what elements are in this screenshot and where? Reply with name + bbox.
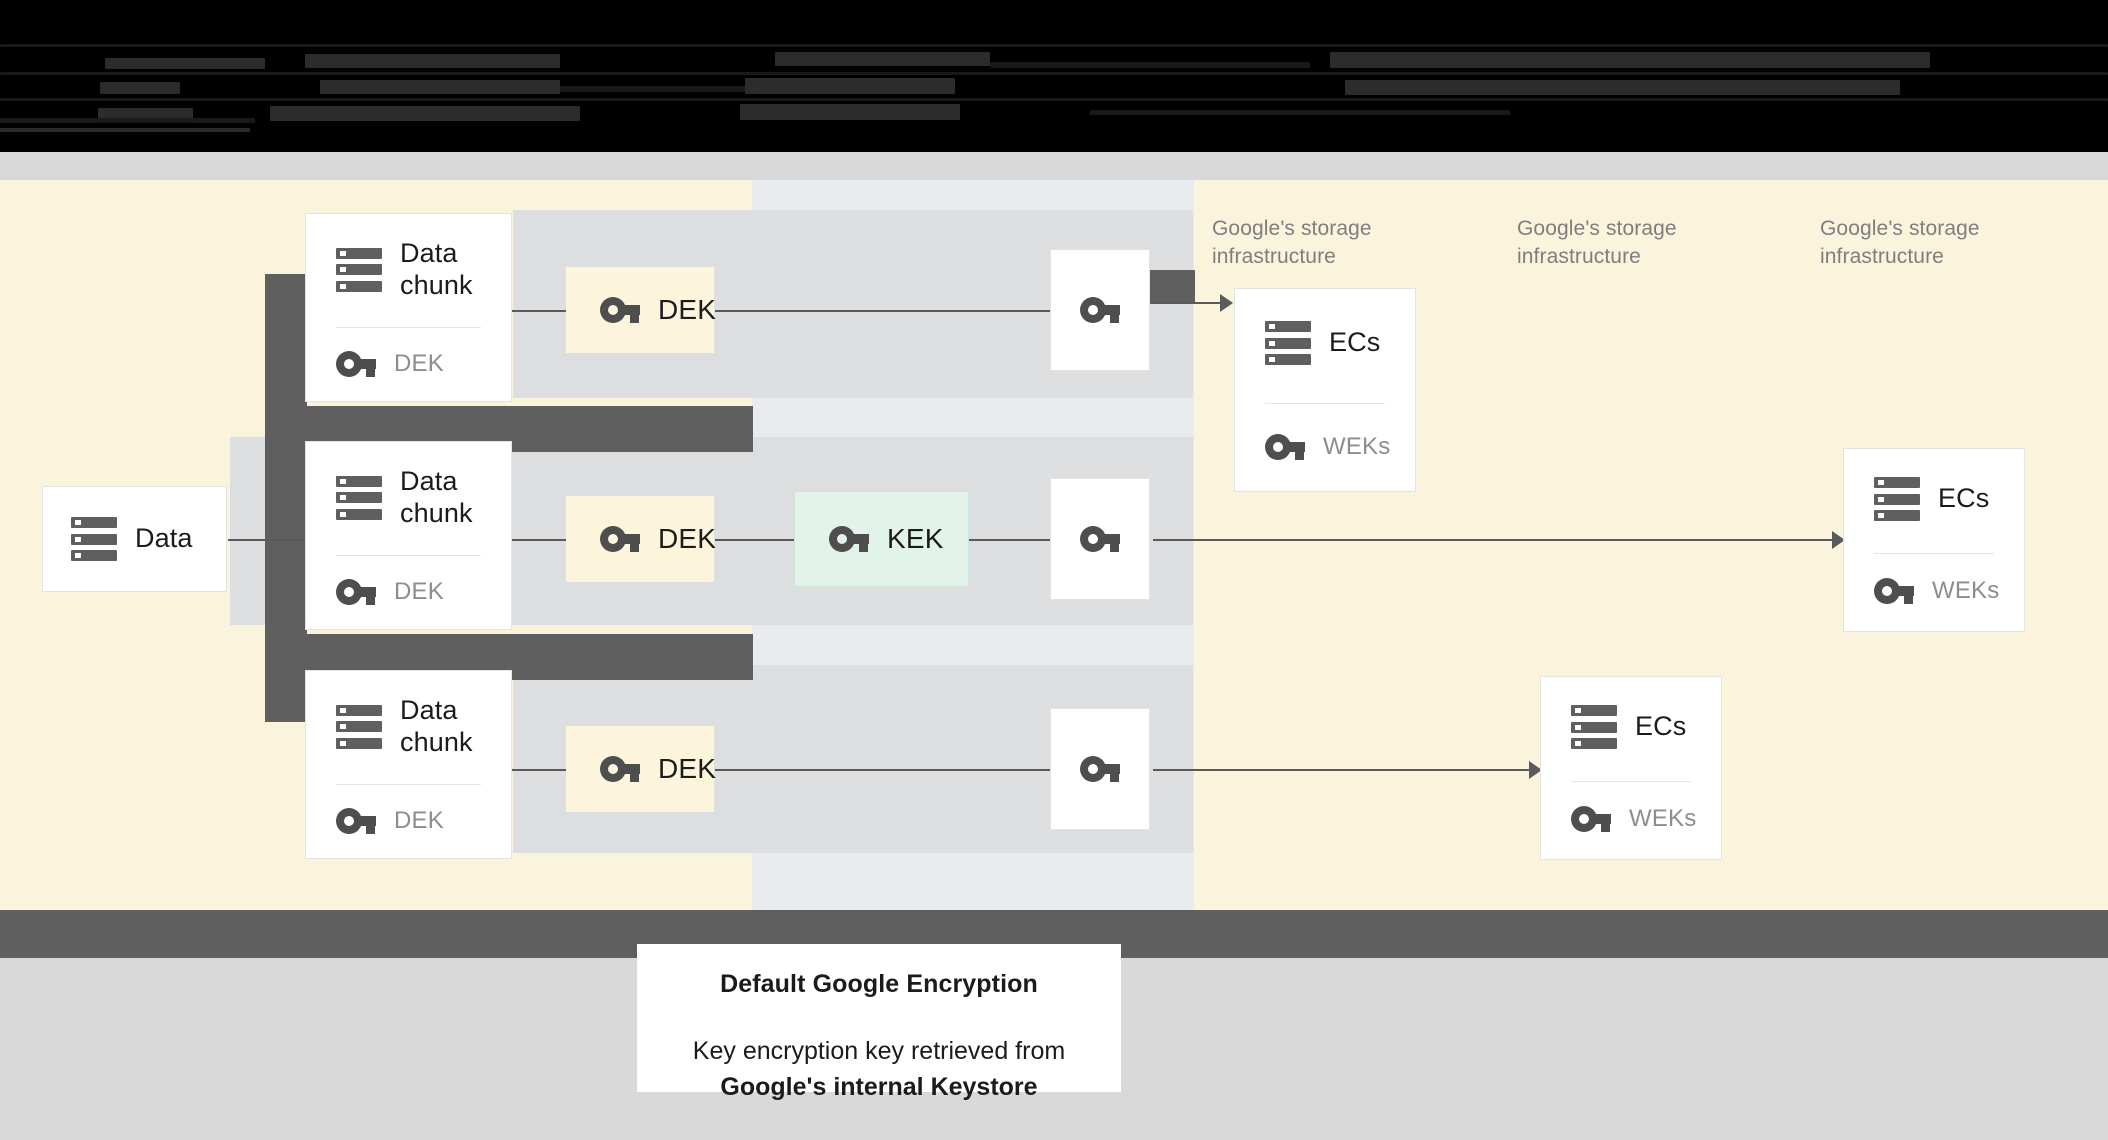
ecs-card-1[interactable]: ECs WEKs [1234,288,1416,492]
key-icon [600,756,640,782]
key-icon [1874,578,1914,604]
key-icon [600,297,640,323]
data-card-label: Data [135,523,193,554]
ecs-card-2[interactable]: ECs WEKs [1843,448,2025,632]
ecs-title: ECs [1329,327,1381,358]
key-icon [336,351,376,377]
caption-title: Default Google Encryption [720,970,1038,998]
connector-dek3-to-wek3 [715,769,1050,771]
key-icon [1571,806,1611,832]
server-icon [71,517,117,561]
connector-chunk3-to-dek3 [512,769,566,771]
connector-dek1-to-wek1 [715,310,1050,312]
dek-label: DEK [658,294,717,325]
ecs-key-label: WEKs [1932,577,2000,604]
key-icon [600,526,640,552]
key-icon [336,808,376,834]
chunk-key-label: DEK [394,350,444,377]
key-icon [1080,526,1120,552]
arrow-line-to-ecs-right [1153,539,1841,541]
caption-box: Default Google Encryption Key encryption… [637,944,1121,1101]
dek-label: DEK [658,753,717,784]
wrapped-key-card-1[interactable] [1050,249,1150,371]
ecs-key-label: WEKs [1629,805,1697,832]
dek-box-2[interactable]: DEK [566,496,717,582]
card-divider [1265,403,1385,404]
ecs-key-label: WEKs [1323,433,1391,460]
wrapped-key-card-3[interactable] [1050,708,1150,830]
kek-box[interactable]: KEK [794,491,969,587]
arrow-head-to-ecs-top [1220,294,1233,312]
ecs-card-3[interactable]: ECs WEKs [1540,676,1722,860]
server-icon [336,247,382,292]
connector-chunk2-to-dek2 [512,539,566,541]
obscured-header-text [0,0,2108,152]
chunk-key-label: DEK [394,578,444,605]
data-card[interactable]: Data [42,486,227,592]
card-divider [1874,553,1994,554]
chunk-key-label: DEK [394,807,444,834]
key-icon [1080,297,1120,323]
arrow-line-to-ecs-bottom [1153,769,1538,771]
server-icon [336,475,382,520]
dek-box-3[interactable]: DEK [566,726,717,812]
card-divider [336,327,481,328]
server-icon [1874,477,1920,521]
key-icon [829,526,869,552]
ecs-title: ECs [1938,483,1990,514]
kek-label: KEK [887,523,944,554]
server-icon [1265,321,1311,365]
dek-label: DEK [658,523,717,554]
key-icon [1265,434,1305,460]
arrow-head-to-ecs-bottom [1529,761,1542,779]
connector-data-to-chunk [228,539,308,541]
key-icon [336,579,376,605]
server-icon [336,704,382,749]
arrow-line-to-ecs-top [1120,302,1230,304]
ecs-title: ECs [1635,711,1687,742]
card-divider [1571,781,1691,782]
wrapped-key-card-2[interactable] [1050,478,1150,600]
arrow-head-to-ecs-right [1832,531,1845,549]
card-divider [336,555,481,556]
server-icon [1571,705,1617,749]
card-divider [336,784,481,785]
connector-chunk1-to-dek1 [512,310,566,312]
key-icon [1080,756,1120,782]
dek-box-1[interactable]: DEK [566,267,717,353]
connector-kek-to-wek2 [968,539,1053,541]
